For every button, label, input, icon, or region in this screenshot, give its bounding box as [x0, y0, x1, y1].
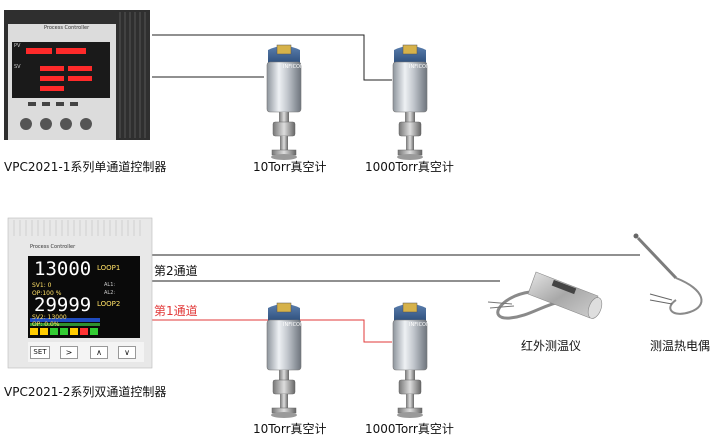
thermocouple-label: 测温热电偶 — [650, 339, 711, 353]
gauge-brand-4: INFICON — [409, 322, 430, 328]
gauge-1000torr-bottom — [392, 302, 428, 419]
gauge-10torr-bottom — [266, 302, 302, 419]
controller2-al1: AL1: — [104, 282, 116, 288]
thermocouple-device — [633, 233, 703, 315]
controller1-device — [4, 10, 150, 140]
gauge-1000torr-top — [392, 44, 428, 161]
controller2-sv1: SV1: 0 — [32, 282, 52, 289]
down-button[interactable]: ∨ — [118, 346, 136, 359]
controller2-loop1: LOOP1 — [97, 264, 121, 272]
right-button[interactable]: > — [60, 346, 78, 359]
gauge-brand-3: INFICON — [283, 322, 304, 328]
channel1-label: 第1通道 — [154, 304, 198, 318]
gauge2-label: 1000Torr真空计 — [365, 160, 454, 174]
controller2-label: VPC2021-2系列双通道控制器 — [4, 385, 167, 399]
wire-c1-g2 — [152, 34, 392, 81]
controller2-panel-title: Process Controller — [30, 244, 76, 250]
up-button[interactable]: ∧ — [90, 346, 108, 359]
controller2-value1: 13000 — [34, 258, 92, 280]
ir-thermometer-label: 红外测温仪 — [521, 339, 582, 353]
controller1-sv-label: SV — [14, 64, 21, 70]
controller1-pv-label: PV — [14, 43, 21, 49]
controller2-device — [7, 217, 153, 369]
gauge4-label: 1000Torr真空计 — [365, 422, 454, 436]
ir-thermometer-device — [487, 271, 603, 320]
controller2-op1: OP:100 % — [32, 290, 62, 297]
gauge-brand-2: INFICON — [409, 64, 430, 70]
gauge-10torr-top — [266, 44, 302, 161]
set-button[interactable]: SET — [30, 346, 50, 359]
controller2-value2: 29999 — [34, 294, 92, 316]
gauge-brand-1: INFICON — [283, 64, 304, 70]
controller2-op2: OP: 0.0% — [32, 321, 60, 328]
gauge3-label: 10Torr真空计 — [253, 422, 327, 436]
controller2-sv2: SV2: 13000 — [32, 314, 67, 321]
controller1-panel-title: Process Controller — [44, 25, 90, 31]
controller1-label: VPC2021-1系列单通道控制器 — [4, 160, 167, 174]
channel2-label: 第2通道 — [154, 264, 198, 278]
controller2-al2: AL2: — [104, 290, 116, 296]
controller2-loop2: LOOP2 — [97, 300, 121, 308]
gauge1-label: 10Torr真空计 — [253, 160, 327, 174]
